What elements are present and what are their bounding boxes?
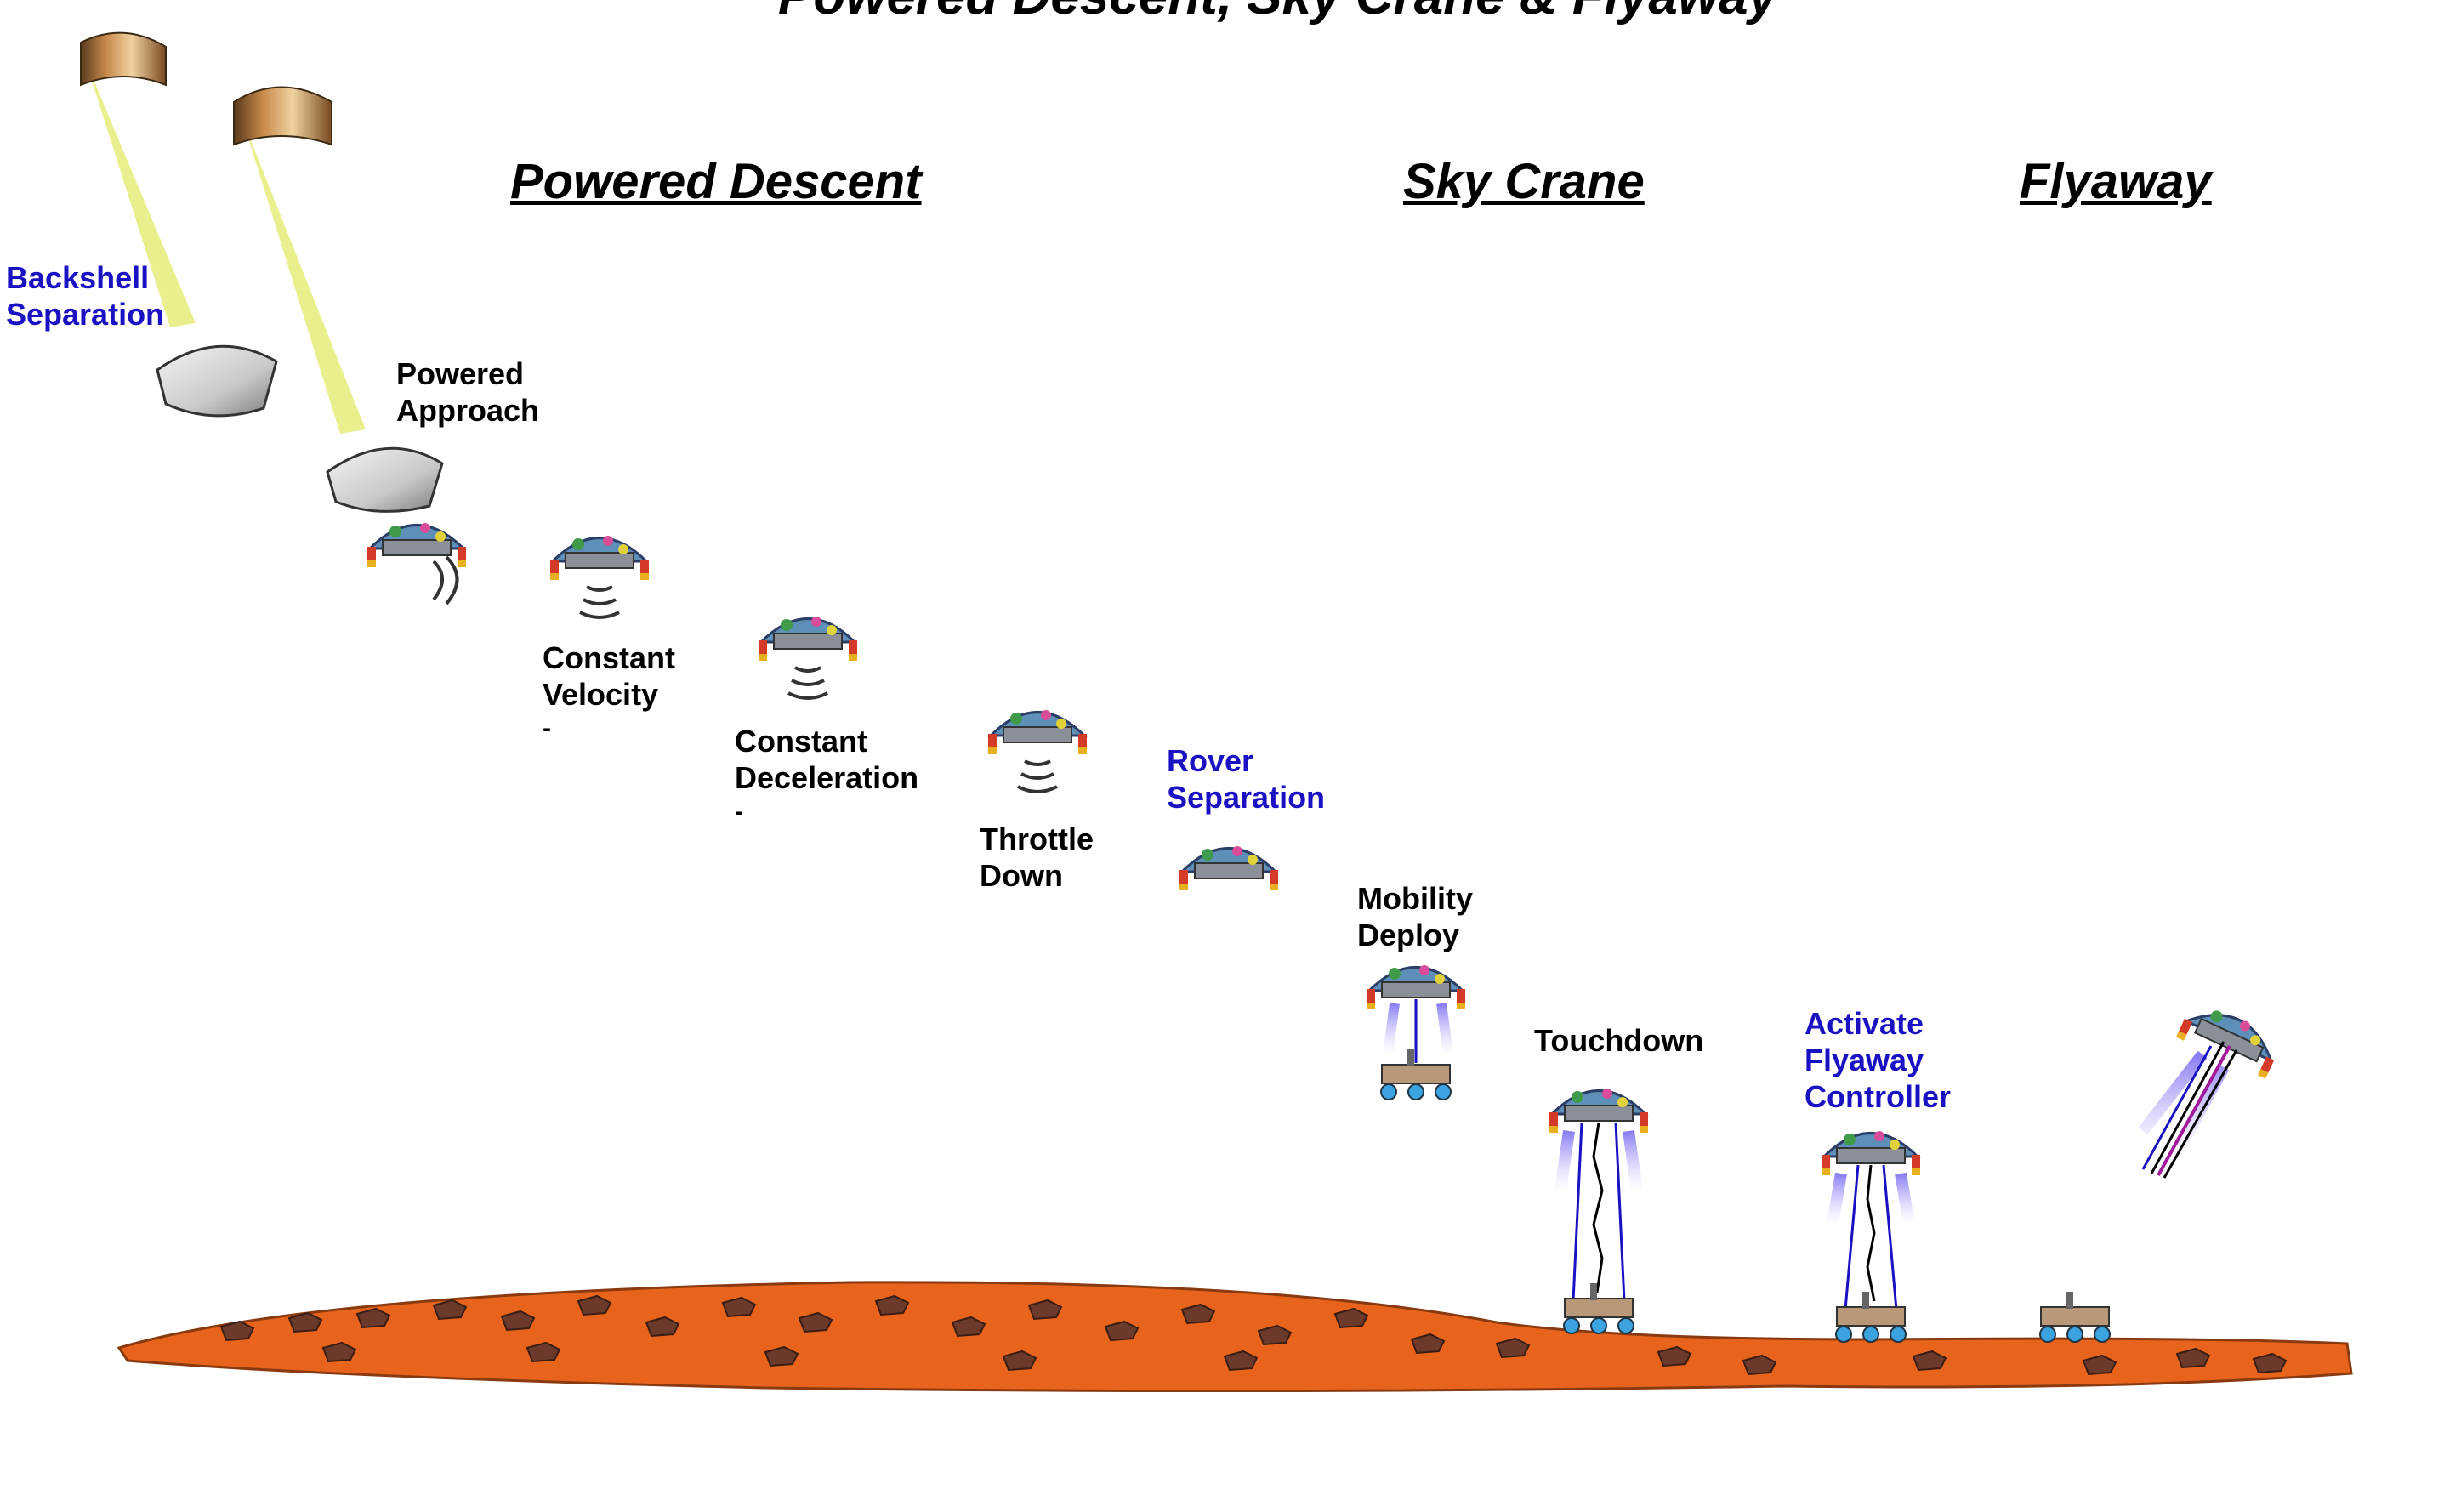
backshell-parachute-2 <box>233 86 444 513</box>
rover-separation-craft <box>1178 844 1280 892</box>
descent-stage-4 <box>986 708 1088 756</box>
phase-header-sky-crane: Sky Crane <box>1403 154 1645 209</box>
dash-mark-1: - <box>543 714 551 742</box>
phase-header-flyaway: Flyaway <box>2020 154 2212 209</box>
label-touchdown: Touchdown <box>1534 1023 1704 1058</box>
backshell-parachute-1 <box>80 31 278 418</box>
diagram-title: Powered Descent, Sky Crane & Flyaway <box>778 0 1777 26</box>
dash-mark-2: - <box>735 798 743 826</box>
phase-header-powered-descent: Powered Descent <box>510 154 922 209</box>
descent-stage-2 <box>548 534 651 582</box>
landed-rover <box>2039 1291 2111 1343</box>
descent-stage-3 <box>757 615 859 662</box>
